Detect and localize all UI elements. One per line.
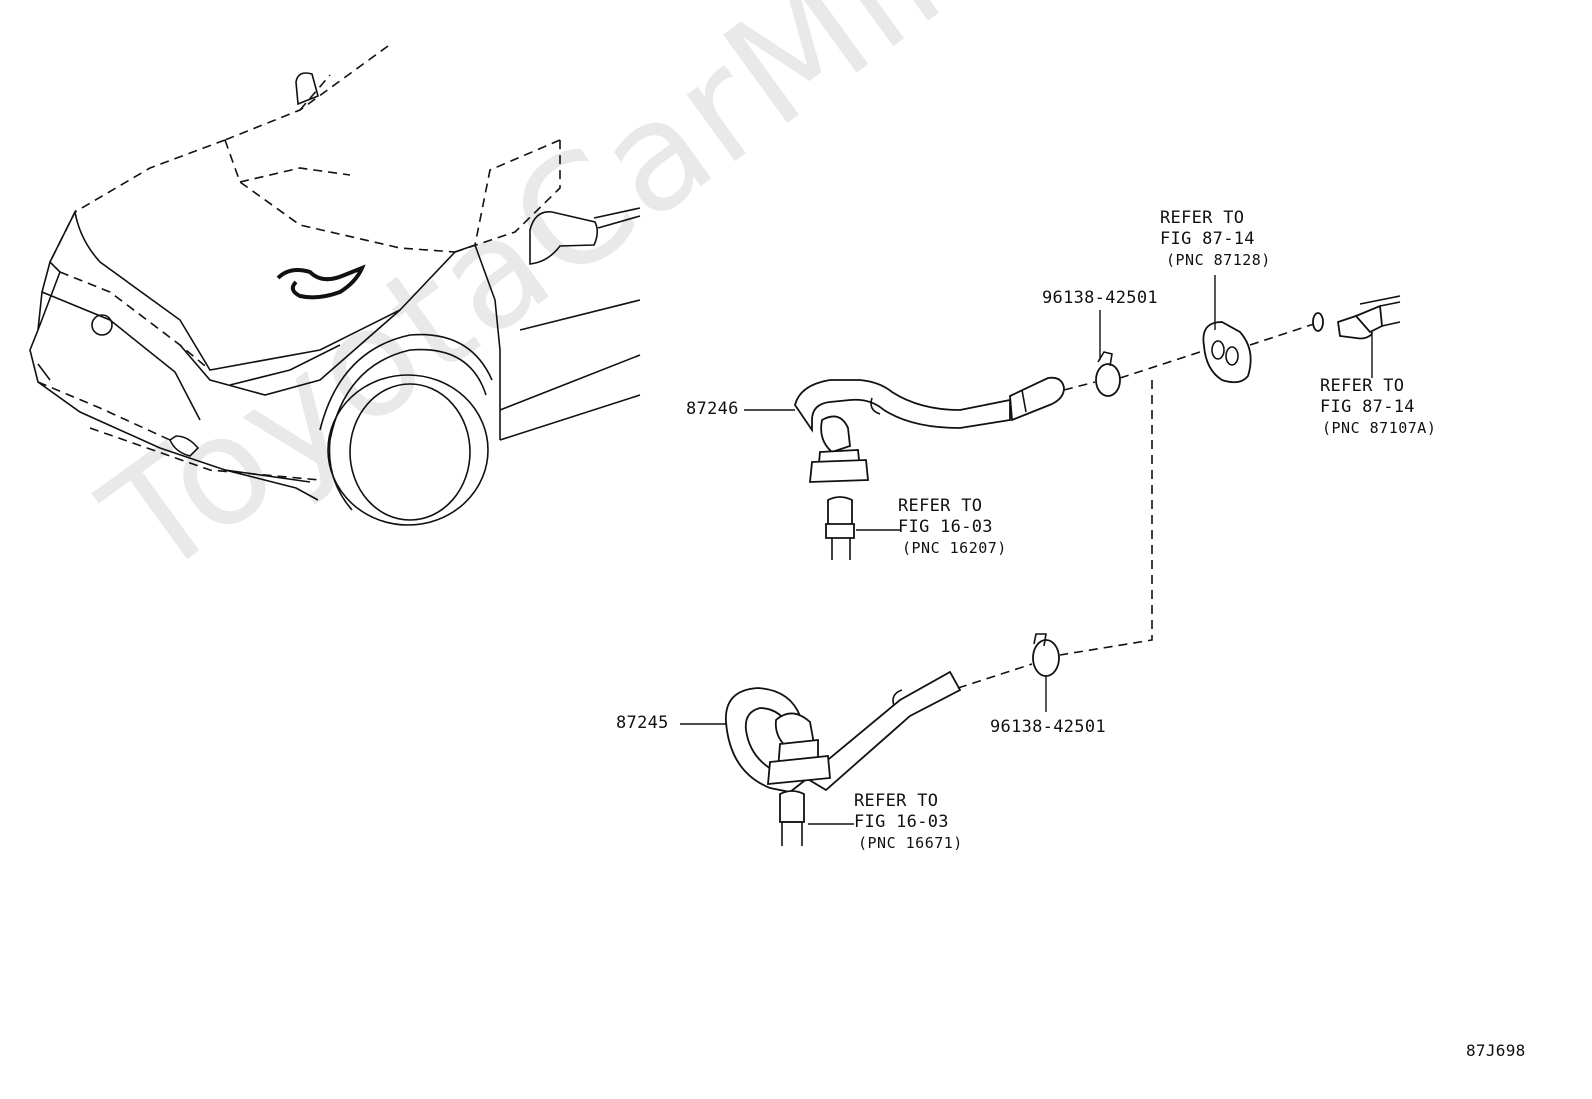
part-number-87245[interactable]: 87245 bbox=[616, 713, 669, 733]
ref-grommet-line1: REFER TO bbox=[1160, 208, 1245, 228]
clamp-lower bbox=[1032, 633, 1060, 677]
part-number-clamp-lower[interactable]: 96138-42501 bbox=[990, 717, 1106, 737]
ref-grommet-line2[interactable]: FIG 87-14 bbox=[1160, 229, 1255, 249]
part-number-87246[interactable]: 87246 bbox=[686, 399, 739, 419]
ref-pipe-lower-pnc: (PNC 16671) bbox=[858, 834, 963, 852]
part-number-clamp-upper[interactable]: 96138-42501 bbox=[1042, 288, 1158, 308]
ref-nozzle-pnc: (PNC 87107A) bbox=[1322, 419, 1437, 437]
ref-nozzle-line2[interactable]: FIG 87-14 bbox=[1320, 397, 1415, 417]
ref-grommet-pnc: (PNC 87128) bbox=[1166, 251, 1271, 269]
grommet-87128 bbox=[1202, 321, 1252, 384]
figure-id: 87J698 bbox=[1466, 1041, 1526, 1060]
ref-pipe-upper: REFER TO FIG 16-03 (PNC 16207) bbox=[898, 496, 1006, 559]
pipe-stub-16671 bbox=[779, 790, 805, 846]
ref-pipe-upper-line1: REFER TO bbox=[898, 496, 983, 516]
ref-nozzle: REFER TO FIG 87-14 (PNC 87107A) bbox=[1320, 376, 1437, 439]
ref-pipe-upper-line2[interactable]: FIG 16-03 bbox=[898, 517, 993, 537]
ref-nozzle-line1: REFER TO bbox=[1320, 376, 1405, 396]
ref-pipe-upper-pnc: (PNC 16207) bbox=[902, 539, 1007, 557]
hose-87246 bbox=[794, 376, 1065, 483]
ref-pipe-lower-line2[interactable]: FIG 16-03 bbox=[854, 812, 949, 832]
clamp-upper bbox=[1095, 351, 1121, 397]
hose-87245 bbox=[725, 670, 962, 793]
ref-pipe-lower: REFER TO FIG 16-03 (PNC 16671) bbox=[854, 791, 962, 854]
nozzle-87107A bbox=[1312, 295, 1401, 340]
pipe-stub-16207 bbox=[825, 496, 855, 560]
ref-pipe-lower-line1: REFER TO bbox=[854, 791, 939, 811]
ref-grommet: REFER TO FIG 87-14 (PNC 87128) bbox=[1160, 208, 1270, 271]
vehicle-illustration bbox=[29, 45, 641, 526]
